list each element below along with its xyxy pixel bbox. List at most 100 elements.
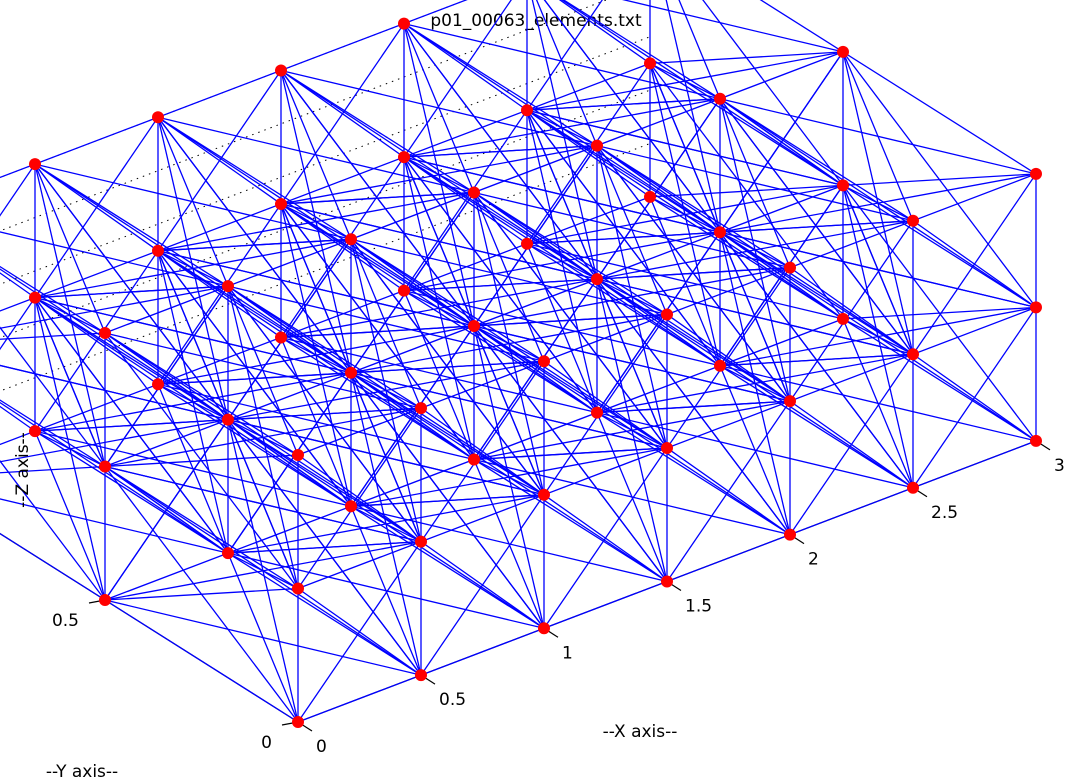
mesh-edge [473, 325, 791, 402]
mesh-node [29, 158, 41, 171]
mesh-edge [543, 360, 668, 449]
x-tick-label: 2 [808, 550, 819, 570]
mesh-edge [34, 430, 352, 507]
mesh-edge [227, 419, 352, 507]
mesh-edge [104, 465, 422, 676]
mesh-edge [157, 116, 475, 327]
mesh-edge [350, 238, 668, 449]
mesh-node [714, 92, 726, 105]
mesh-node [661, 308, 673, 321]
mesh-node [837, 45, 849, 58]
x-tick-label: 1 [562, 643, 573, 663]
mesh-node [292, 716, 304, 728]
mesh-node [415, 402, 427, 415]
mesh-edge [526, 109, 844, 187]
mesh-edge [596, 411, 914, 489]
mesh-node [398, 17, 410, 30]
mesh-edge [403, 156, 721, 367]
mesh-edge [842, 173, 1037, 187]
mesh-edge [596, 400, 791, 414]
mesh-node [468, 186, 480, 199]
mesh-node [275, 197, 287, 210]
mesh-edge [280, 69, 598, 280]
mesh-edge [157, 383, 475, 461]
mesh-edge [350, 372, 475, 460]
mesh-node [714, 226, 726, 239]
mesh-node [837, 312, 849, 325]
mesh-node [784, 261, 796, 274]
mesh-node [222, 547, 234, 560]
mesh-edge [719, 231, 1037, 442]
mesh-edge [561, 0, 844, 186]
mesh-node [275, 64, 287, 77]
mesh-node [415, 669, 427, 682]
mesh-edge [473, 325, 598, 414]
mesh-edge [473, 447, 668, 461]
mesh-node [591, 273, 603, 286]
mesh-node [1030, 167, 1042, 180]
mesh-edge [280, 191, 475, 205]
mesh-edge [403, 144, 598, 158]
mesh-edge [649, 184, 844, 198]
mesh-node [275, 331, 287, 344]
mesh-edge [719, 98, 1037, 175]
mesh-edge [104, 454, 299, 468]
mesh-edge [157, 116, 282, 205]
mesh-edge [789, 400, 914, 489]
mesh-node [99, 460, 111, 473]
mesh-edge [912, 353, 1037, 442]
mesh-edge [596, 278, 914, 355]
mesh-edge [280, 69, 405, 158]
mesh-edge [558, 0, 651, 64]
mesh-edge [0, 163, 36, 217]
mesh-node [784, 528, 796, 541]
mesh-node [1030, 434, 1042, 447]
mesh-node [152, 378, 164, 391]
mesh-node [591, 139, 603, 152]
mesh-edge [403, 156, 528, 245]
mesh-node [837, 179, 849, 192]
mesh-edge [621, 0, 844, 53]
x-axis-label: --X axis-- [603, 722, 678, 742]
mesh-edge [227, 541, 422, 554]
mesh-edge [350, 372, 668, 449]
mesh-edge [473, 191, 598, 280]
mesh-node [714, 359, 726, 372]
y-tick-label: 0 [261, 733, 272, 753]
mesh-node [521, 237, 533, 250]
mesh-node [398, 284, 410, 297]
mesh-node [398, 151, 410, 164]
mesh-node [468, 319, 480, 332]
mesh-node [345, 233, 357, 246]
mesh-edge [350, 505, 668, 583]
mesh-edge [34, 419, 229, 432]
mesh-node [345, 500, 357, 513]
mesh-node [907, 348, 919, 361]
mesh-node [152, 244, 164, 257]
mesh-edge [403, 278, 598, 292]
mesh-edges [0, 0, 1037, 723]
mesh-edge [719, 220, 914, 233]
mesh-edge [596, 266, 791, 280]
mesh-edge [649, 51, 844, 65]
y-axis-label: --Y axis-- [46, 762, 118, 782]
mesh-edge [157, 372, 352, 385]
mesh-edge [0, 272, 36, 299]
mesh-edge [403, 289, 721, 367]
mesh-node [591, 406, 603, 419]
mesh-edge [104, 332, 229, 421]
mesh-node [415, 535, 427, 548]
mesh-edge [104, 332, 422, 543]
mesh-edge [0, 532, 299, 723]
mesh-node [538, 355, 550, 368]
mesh-edge [34, 297, 352, 507]
mesh-edge [157, 238, 352, 252]
mesh-edge [666, 447, 791, 536]
mesh-edge [842, 306, 1037, 320]
mesh-edge [719, 353, 914, 367]
mesh-node [521, 104, 533, 117]
mesh-edge [227, 419, 545, 629]
mesh-edge [403, 23, 528, 111]
mesh-edge [227, 407, 422, 421]
